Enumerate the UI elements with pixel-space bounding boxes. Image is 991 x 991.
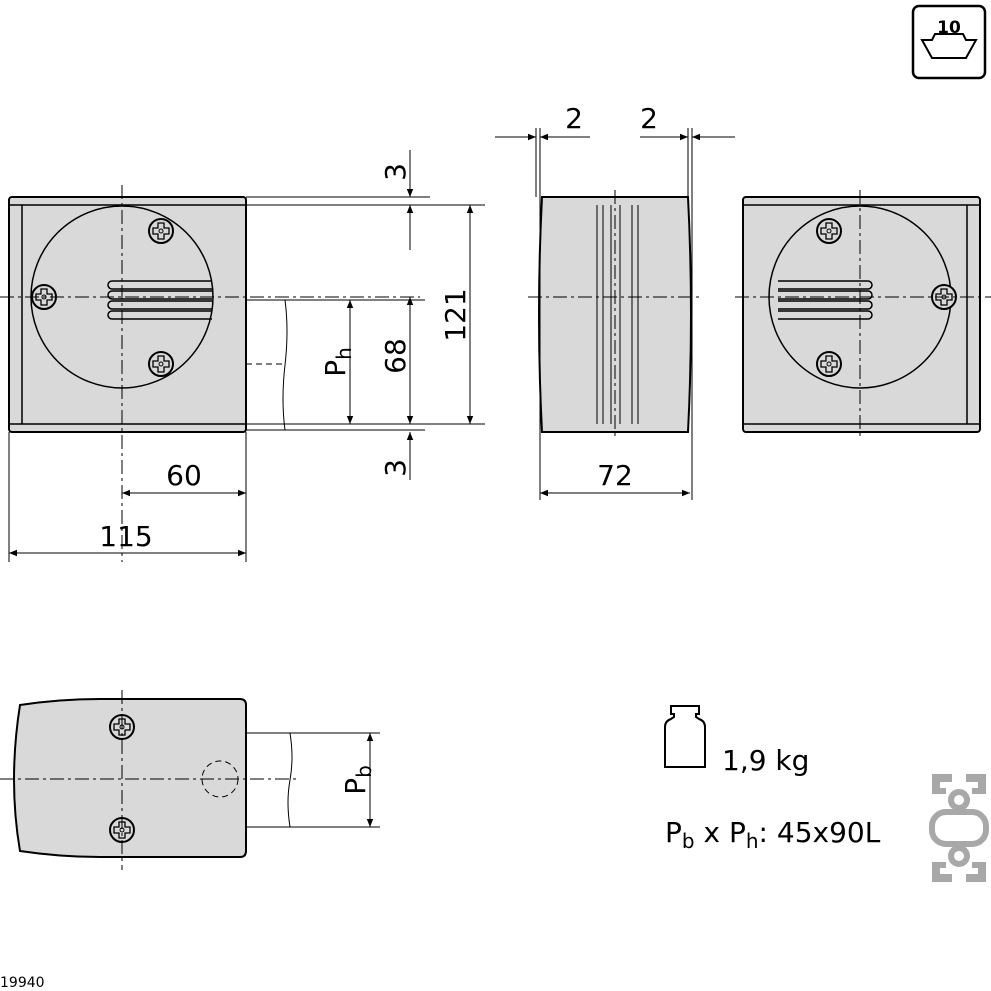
dim-3-bottom: 3 [379,459,412,477]
dim-ph: Ph [319,347,356,377]
dim-2-right: 2 [640,102,658,135]
profile-stub [246,196,485,431]
dim-pb: Pb [339,765,376,795]
side-view [495,128,735,500]
drawing-id: 19940 [0,975,45,991]
rear-view [735,190,991,440]
dimension-lines [8,150,474,562]
weight-icon [664,705,706,768]
svg-text:Ph: Ph [319,347,356,377]
profile-icon [929,774,989,882]
dim-60: 60 [166,459,202,492]
dim-2-left: 2 [565,102,583,135]
dim-68: 68 [379,338,412,374]
weight-value: 1,9 kg [722,744,809,777]
badge-label: 10 [937,18,961,38]
top-view [0,690,380,870]
dim-115: 115 [99,520,152,553]
dim-3-top: 3 [379,163,412,181]
dim-72: 72 [597,459,633,492]
badge-icon: 10 [911,4,987,80]
profile-size: Pb x Ph: 45x90L [665,816,881,853]
dim-121: 121 [439,288,472,341]
svg-text:Pb: Pb [339,765,376,795]
front-view [0,185,420,562]
